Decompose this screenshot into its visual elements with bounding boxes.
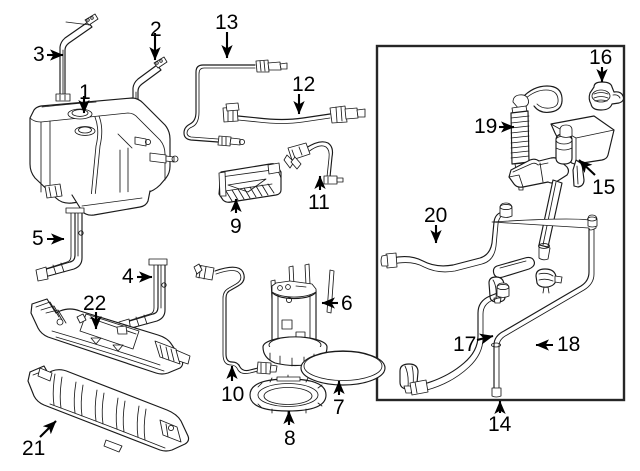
part-8-fuel-pump-lock-ring bbox=[249, 374, 327, 416]
part-17-filler-vent-hose bbox=[409, 282, 510, 396]
callout-3: 3 bbox=[33, 43, 45, 66]
part-20-filler-hose bbox=[380, 202, 513, 273]
callout-17: 17 bbox=[453, 333, 477, 356]
callout-18: 18 bbox=[557, 333, 581, 356]
part-12-fuel-feed-line bbox=[222, 102, 366, 124]
callout-20: 20 bbox=[424, 204, 448, 227]
part-10-fuel-tank-wiring-harness bbox=[193, 263, 278, 375]
panel-grommets-and-clips bbox=[399, 256, 563, 394]
callout-22: 22 bbox=[83, 292, 107, 315]
callout-2: 2 bbox=[150, 18, 162, 41]
callout-6: 6 bbox=[341, 292, 353, 315]
callout-4: 4 bbox=[122, 265, 134, 288]
callout-1: 1 bbox=[79, 81, 91, 104]
callout-13: 13 bbox=[215, 11, 239, 34]
part-9-fuel-pump-control-module bbox=[218, 162, 282, 203]
part-16-fuel-cap bbox=[588, 81, 625, 111]
part-14-filler-pipe-assembly bbox=[508, 124, 573, 261]
inset-panel-border bbox=[375, 44, 626, 402]
part-21-fuel-tank-skid-shield bbox=[27, 365, 190, 453]
part-11-fuel-level-sensor-wire bbox=[283, 141, 344, 185]
part-6-fuel-pump-module bbox=[262, 263, 335, 367]
callout-9: 9 bbox=[230, 215, 242, 238]
part-1-fuel-tank bbox=[29, 97, 179, 216]
callout-11: 11 bbox=[308, 191, 330, 214]
callout-21: 21 bbox=[22, 437, 46, 460]
callout-8: 8 bbox=[284, 427, 296, 450]
part-7-fuel-pump-seal-oring bbox=[300, 350, 386, 386]
part-22-fuel-tank-skid-plate bbox=[30, 298, 191, 375]
callout-7: 7 bbox=[333, 396, 345, 419]
part-3-fuel-tank-strap-left bbox=[55, 13, 99, 102]
callout-5: 5 bbox=[32, 227, 44, 250]
part-5-tank-bracket-rear bbox=[35, 207, 85, 282]
callout-leaders bbox=[39, 32, 608, 438]
callout-10: 10 bbox=[221, 383, 245, 406]
callout-15: 15 bbox=[592, 176, 616, 199]
callout-12: 12 bbox=[292, 73, 316, 96]
callout-16: 16 bbox=[589, 46, 613, 69]
callout-19: 19 bbox=[474, 115, 498, 138]
callout-14: 14 bbox=[488, 413, 512, 436]
part-13-fuel-return-line bbox=[183, 59, 288, 147]
part-18-vapor-recirculation-tube bbox=[490, 214, 598, 398]
